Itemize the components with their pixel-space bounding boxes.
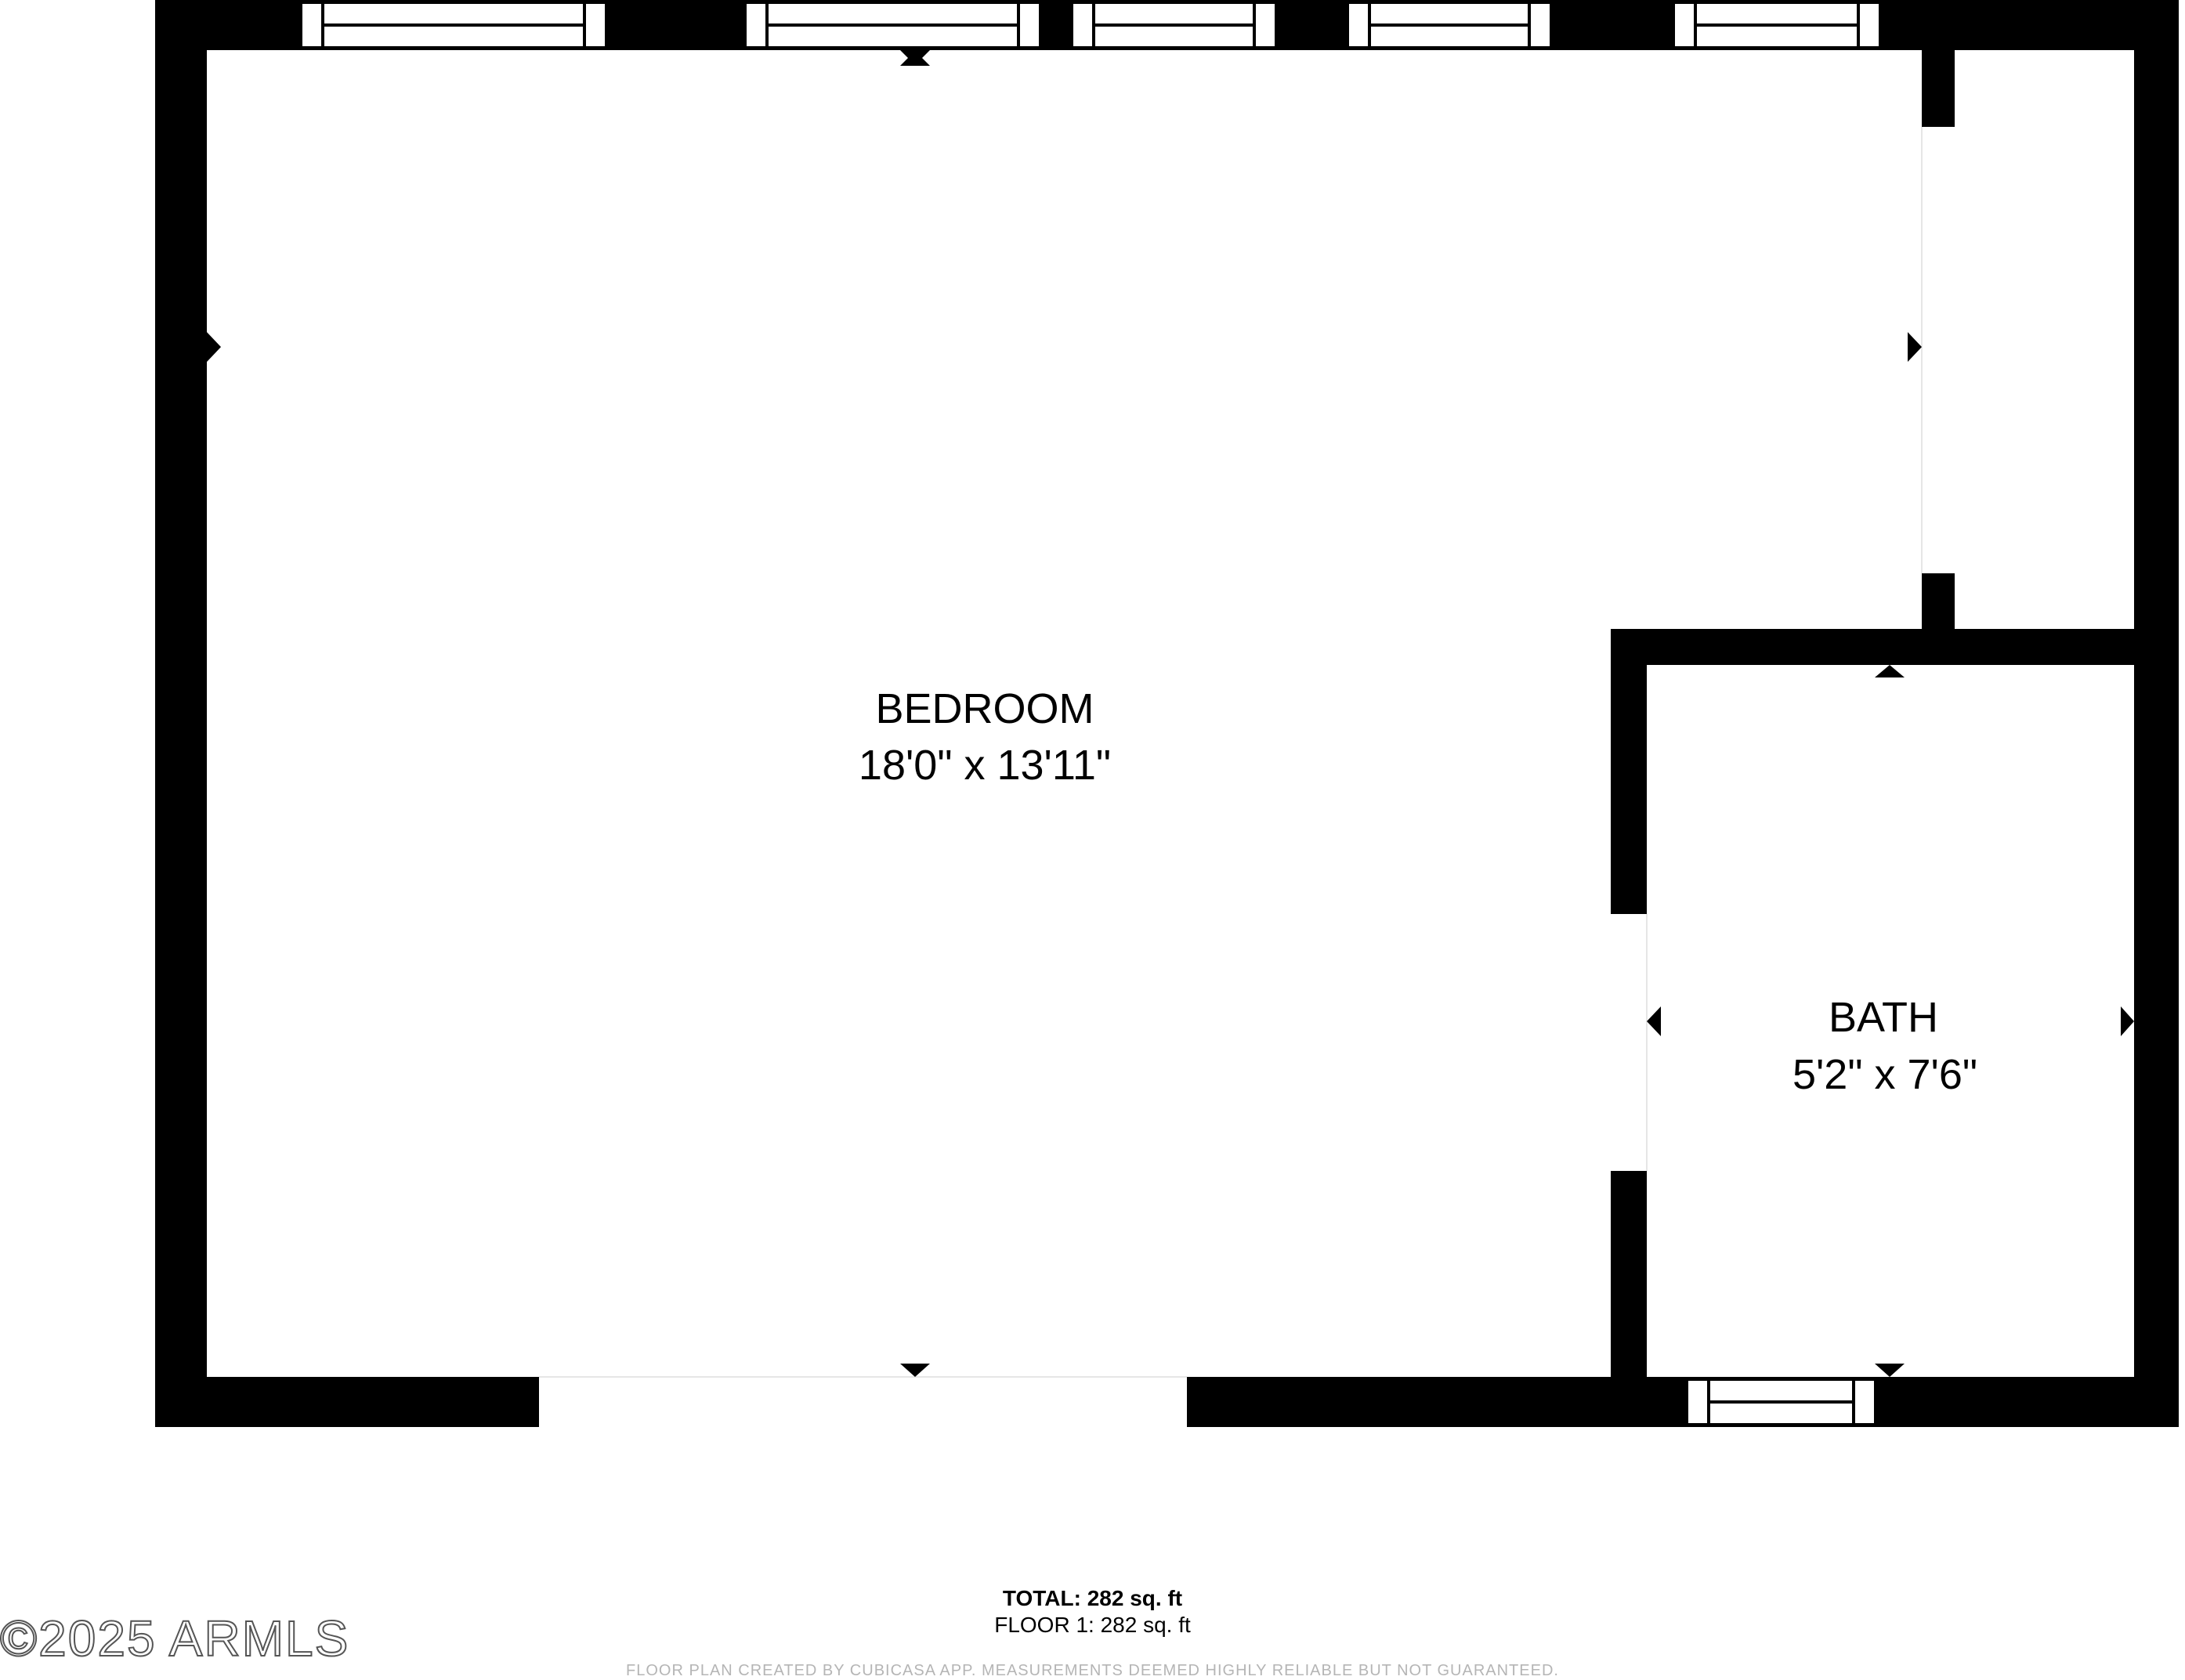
copyright-watermark: ©2025 ARMLS <box>0 1610 350 1667</box>
marker-bath-top <box>1875 665 1905 677</box>
window <box>1070 1 1278 49</box>
door-openings <box>539 127 1955 1427</box>
marker-bedroom-top-notch <box>900 51 930 66</box>
bedroom-entry-opening <box>539 1377 1187 1427</box>
window-bath <box>1685 1378 1877 1426</box>
closet-opening <box>1922 127 1955 573</box>
marker-bedroom-left <box>207 332 221 362</box>
walls <box>155 0 2179 1427</box>
dimension-markers <box>207 50 2134 1377</box>
marker-bath-right <box>2121 1006 2134 1036</box>
floor-1-area: FLOOR 1: 282 sq. ft <box>994 1613 1191 1637</box>
disclaimer: FLOOR PLAN CREATED BY CUBICASA APP. MEAS… <box>626 1662 1559 1679</box>
window <box>299 1 608 49</box>
bath-dimensions: 5'2" x 7'6" <box>1792 1051 1977 1098</box>
bedroom-name: BEDROOM <box>875 685 1094 732</box>
marker-bath-left <box>1647 1006 1661 1036</box>
window <box>1672 1 1882 49</box>
wall-right <box>2134 0 2179 1427</box>
opening-edges <box>539 127 1923 1378</box>
marker-bedroom-bottom <box>900 1364 930 1377</box>
windows-top <box>299 1 1882 49</box>
marker-bath-bottom <box>1875 1364 1905 1377</box>
window <box>1346 1 1553 49</box>
total-area: TOTAL: 282 sq. ft <box>1002 1586 1183 1610</box>
marker-bedroom-right <box>1908 332 1922 362</box>
bath-name: BATH <box>1829 994 1938 1041</box>
bath-door-opening <box>1611 914 1647 1171</box>
window <box>743 1 1042 49</box>
wall-left <box>155 0 207 1427</box>
bedroom-dimensions: 18'0" x 13'11" <box>859 742 1111 789</box>
wall-bath-top <box>1611 629 2134 665</box>
